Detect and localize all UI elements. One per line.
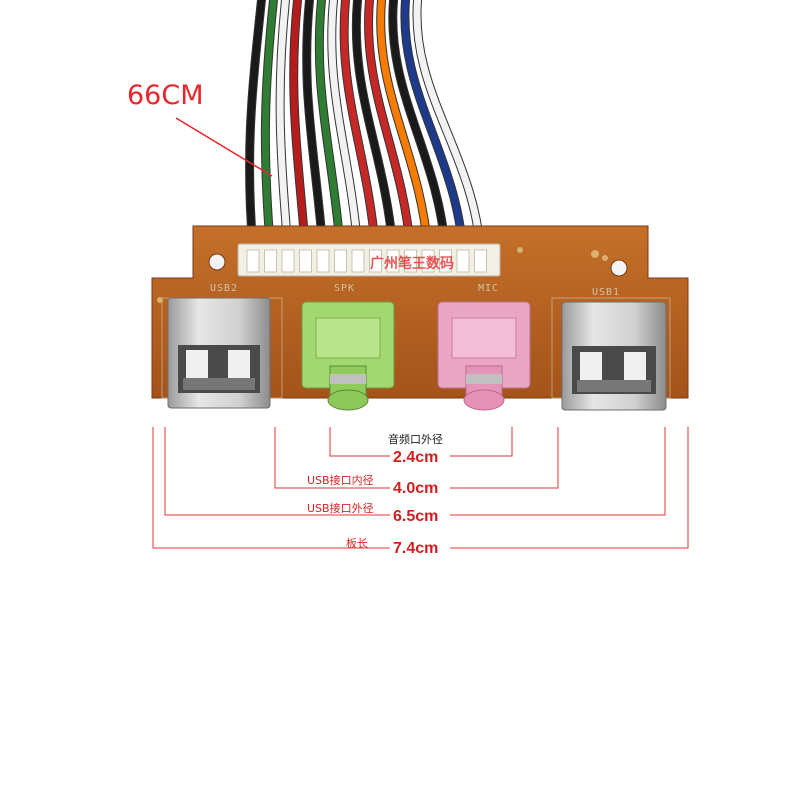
speaker-audio-jack (301, 301, 395, 411)
dim-caption-usb-inner: USB接口内径 (307, 474, 374, 487)
mounting-hole (610, 259, 628, 277)
dim-line-board (450, 427, 689, 549)
connector-slot (246, 249, 260, 273)
connector-slot (474, 249, 487, 273)
dim-line-usb-inner (274, 427, 390, 489)
connector-slot (264, 249, 277, 273)
mic-audio-jack (437, 301, 531, 411)
dim-line-audio (329, 427, 390, 457)
cable-length-label: 66CM (127, 80, 204, 111)
watermark-text: 广州笔王数码 (370, 256, 454, 272)
wire (261, 0, 278, 254)
wire (276, 0, 292, 254)
dimension-lines (152, 427, 689, 549)
dim-caption-usb-outer: USB接口外径 (307, 502, 374, 515)
wire (413, 0, 484, 254)
mounting-hole (208, 253, 226, 271)
wire (401, 0, 467, 254)
silk-label-usb2: USB2 (210, 283, 239, 294)
solder-pads (157, 247, 608, 303)
dim-value-board: 7.4cm (393, 540, 439, 557)
usb-port-left (167, 297, 271, 409)
silk-label-spk: SPK (334, 283, 356, 294)
connector-slot (456, 249, 470, 273)
wire (328, 0, 362, 254)
connector-slot (281, 249, 295, 273)
silk-label-usb1: USB1 (592, 287, 621, 298)
dim-caption-board: 板长 (346, 537, 368, 550)
connector-slot (404, 249, 417, 273)
dim-line-usb-inner (450, 427, 559, 489)
connector-slot (439, 249, 452, 273)
wire (365, 0, 414, 254)
usb-port-right (561, 301, 667, 411)
dim-caption-audio: 音频口外径 (388, 433, 443, 446)
silk-label-mic: MIC (478, 283, 500, 294)
wire (290, 0, 309, 254)
connector-slots (246, 249, 487, 273)
wire (340, 0, 379, 254)
wire (389, 0, 449, 254)
connector-slot (351, 249, 365, 273)
dim-line-board (152, 427, 390, 549)
dim-line-usb-outer (164, 427, 390, 516)
dim-line-usb-outer (450, 427, 666, 516)
connector-slot (369, 249, 382, 273)
dim-value-usb-inner: 4.0cm (393, 480, 439, 497)
wire (315, 0, 344, 254)
length-pointer-line (175, 117, 273, 177)
connector-slot (421, 249, 435, 273)
wire (352, 0, 397, 254)
wire (377, 0, 432, 254)
dim-value-audio: 2.4cm (393, 449, 439, 466)
connector-slot (334, 249, 347, 273)
dim-line-audio (450, 427, 513, 457)
wire (303, 0, 327, 254)
ribbon-wires (245, 0, 485, 255)
connector-slot (386, 249, 400, 273)
dim-value-usb-outer: 6.5cm (393, 508, 439, 525)
wire (246, 0, 265, 254)
connector-slot (316, 249, 330, 273)
connector-slot (299, 249, 312, 273)
